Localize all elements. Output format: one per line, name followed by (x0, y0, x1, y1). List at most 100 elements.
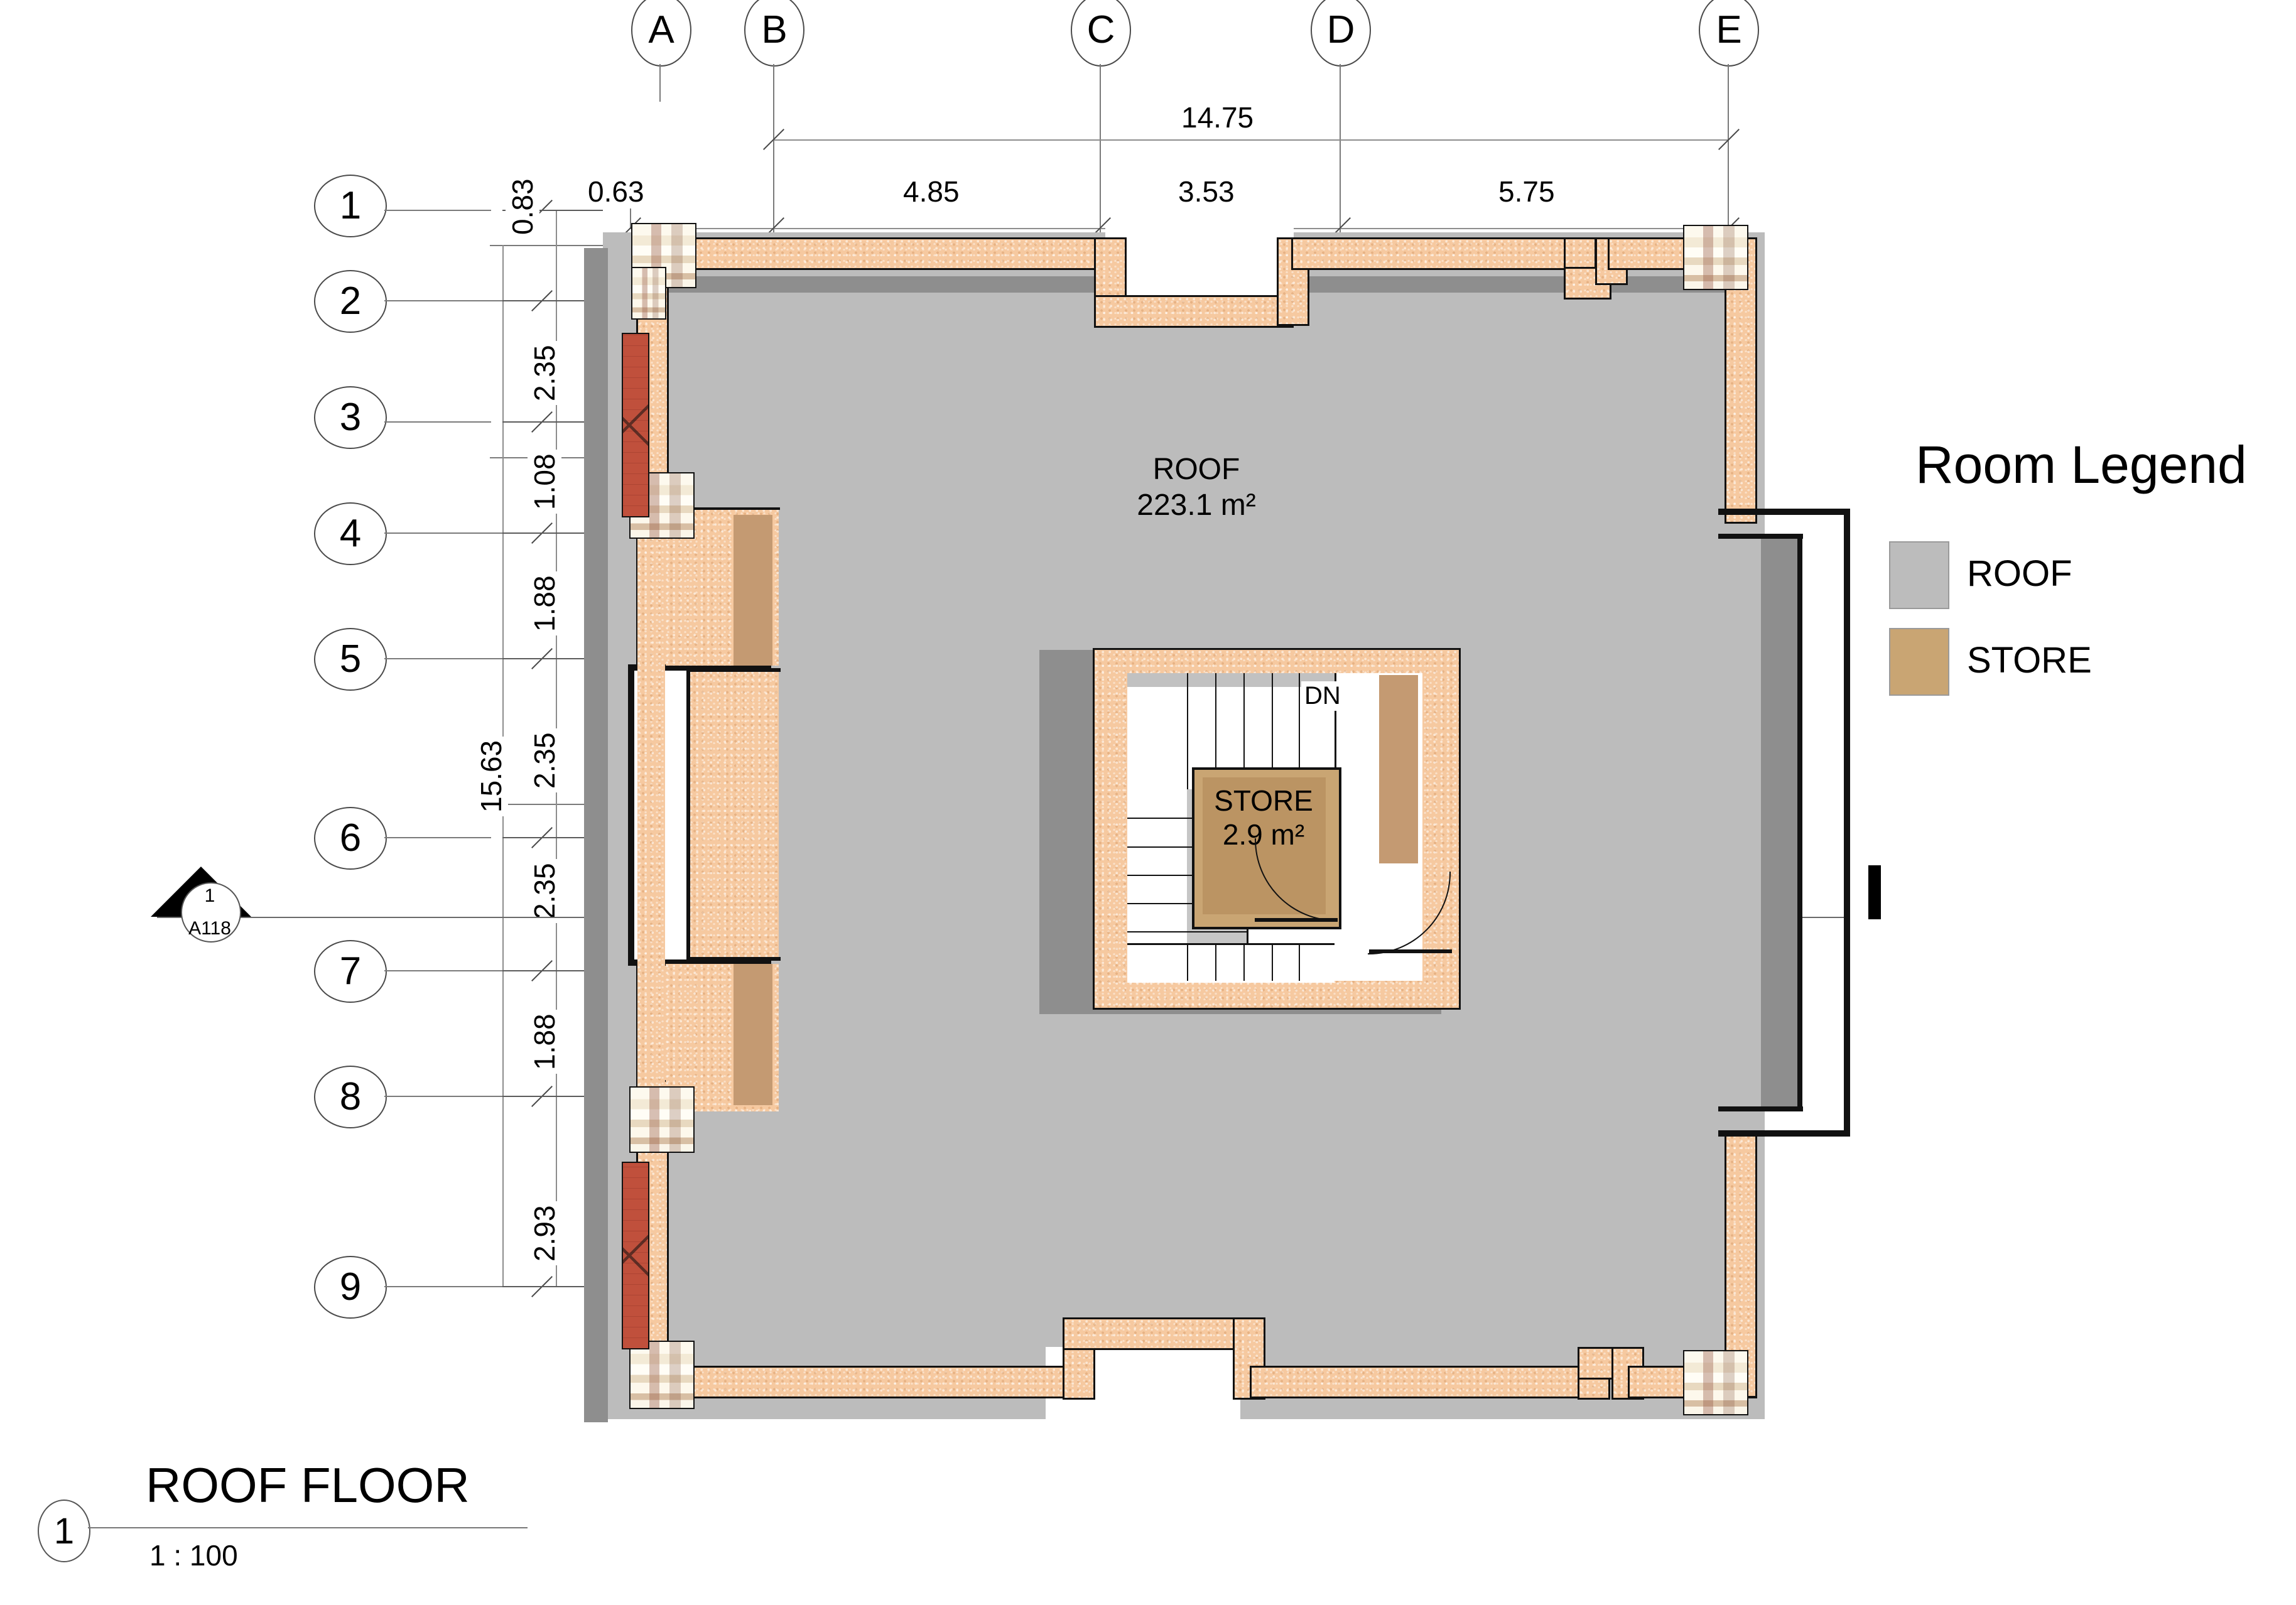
grid-bubble-3[interactable]: 3 (314, 386, 387, 449)
dim-chain-5-75: 5.75 (1495, 175, 1559, 208)
stair-riser (1187, 673, 1188, 789)
parapet-wall-bottom-notch-right (1233, 1317, 1265, 1400)
section-tail-tick (1868, 865, 1881, 919)
balcony-inner-right-top (1718, 534, 1803, 539)
grid-line-C (1100, 64, 1101, 246)
grid-bubble-8[interactable]: 8 (314, 1066, 387, 1128)
grid-label: 1 (339, 184, 362, 227)
grid-line-8 (384, 1096, 560, 1097)
grid-bubble-A[interactable]: A (631, 0, 691, 67)
stair-riser (1272, 943, 1273, 981)
grid-bubble-5[interactable]: 5 (314, 628, 387, 691)
parapet-wall-left-strip (637, 502, 665, 1118)
grid-label: E (1716, 8, 1742, 51)
section-marker-number: 1 (204, 885, 215, 906)
stone-quoin-top-right (1683, 225, 1748, 290)
grid-bubble-4[interactable]: 4 (314, 502, 387, 565)
stone-quoin-top-left-b (631, 267, 666, 320)
roof-shadow-left (584, 248, 608, 1422)
stair-riser (1127, 931, 1247, 932)
grid-line-6 (384, 837, 491, 838)
grid-line-3 (384, 421, 491, 423)
terrace-wall-left-upper-shade (734, 515, 772, 666)
dim-witness (502, 837, 603, 838)
grid-bubble-2[interactable]: 2 (314, 270, 387, 333)
stair-flight-lower (1127, 943, 1335, 983)
balcony-right-shadow (1758, 539, 1797, 1106)
core-inner-shade-right (1379, 675, 1418, 863)
room-area: 223.1 m² (1137, 488, 1256, 522)
stair-riser (1272, 673, 1273, 789)
room-name: STORE (1214, 784, 1313, 817)
grid-line-2 (384, 300, 560, 301)
grid-bubble-D[interactable]: D (1311, 0, 1371, 67)
store-door-leaf (1255, 918, 1338, 922)
grid-bubble-7[interactable]: 7 (314, 940, 387, 1003)
dim-v-1-88b: 1.88 (528, 1010, 561, 1074)
grid-line-D (1340, 64, 1341, 246)
dim-line-overall-horizontal (773, 139, 1729, 141)
dim-witness (502, 210, 603, 211)
parapet-wall-bottom-notch-top (1063, 1317, 1264, 1350)
grid-line-5 (384, 658, 560, 659)
grid-bubble-6[interactable]: 6 (314, 807, 387, 870)
grid-label: 5 (339, 637, 362, 681)
dim-witness (502, 532, 603, 534)
sheet-scale: 1 : 100 (149, 1539, 238, 1572)
view-detail-number: 1 (53, 1510, 75, 1552)
grid-line-A (659, 64, 661, 102)
parapet-wall-bottom-left (636, 1366, 1067, 1398)
grid-label: 3 (339, 396, 362, 439)
brick-panel-upper-left (622, 333, 649, 517)
dim-witness (502, 658, 603, 659)
parapet-wall-notch-bottom (1094, 295, 1294, 328)
stair-riser (1243, 943, 1245, 981)
stair-riser (1215, 943, 1216, 981)
grid-bubble-C[interactable]: C (1071, 0, 1131, 67)
grid-label: 9 (339, 1265, 362, 1309)
dim-overall-horizontal: 14.75 (1178, 100, 1258, 134)
room-name: ROOF (1152, 453, 1240, 486)
legend-swatch-roof (1889, 541, 1949, 609)
stair-riser (1299, 673, 1300, 789)
balcony-inner-right-bottom (1718, 1106, 1803, 1111)
section-marker-sheet-ref: A118 (188, 918, 231, 939)
stair-riser (1215, 673, 1216, 789)
stair-riser (1299, 943, 1300, 981)
stone-quoin-mid-left-lower (629, 1086, 695, 1153)
dim-chain-0-63: 0.63 (584, 175, 648, 208)
stair-riser (1127, 875, 1247, 876)
grid-line-6b (490, 804, 603, 805)
grid-label: 7 (339, 949, 362, 993)
grid-line-9 (384, 1286, 560, 1287)
stair-riser (1127, 818, 1247, 819)
terrace-outline-left-mid-b (686, 957, 781, 961)
grid-bubble-B[interactable]: B (744, 0, 804, 67)
grid-bubble-1[interactable]: 1 (314, 175, 387, 237)
room-label-roof: ROOF 223.1 m² (1039, 452, 1353, 523)
dim-chain-4-85: 4.85 (899, 175, 963, 208)
section-marker-bubble[interactable] (181, 882, 241, 943)
stair-riser (1127, 903, 1247, 904)
parapet-wall-top-left (636, 237, 1114, 270)
view-detail-bubble[interactable]: 1 (38, 1500, 90, 1562)
terrace-wall-left-mid (689, 671, 779, 959)
dim-witness (502, 1286, 603, 1287)
grid-bubble-E[interactable]: E (1699, 0, 1759, 67)
stair-riser (1243, 673, 1245, 789)
terrace-outline-left-mid-l (686, 671, 690, 959)
dim-v-0-83: 0.83 (506, 175, 539, 239)
terrace-wall-left-lower-shade (734, 964, 772, 1105)
parapet-wall-bottom-right (1250, 1366, 1583, 1398)
grid-label: B (761, 8, 788, 51)
grid-label: 6 (339, 816, 362, 860)
balcony-outline-right-top (1718, 509, 1850, 515)
room-label-store: STORE 2.9 m² (1176, 784, 1351, 852)
grid-label: 8 (339, 1075, 362, 1118)
balcony-outline-right-bottom (1718, 1130, 1850, 1137)
legend-label-roof: ROOF (1967, 553, 2072, 594)
dim-witness (502, 421, 603, 423)
grid-bubble-9[interactable]: 9 (314, 1256, 387, 1319)
grid-label: D (1326, 8, 1355, 51)
